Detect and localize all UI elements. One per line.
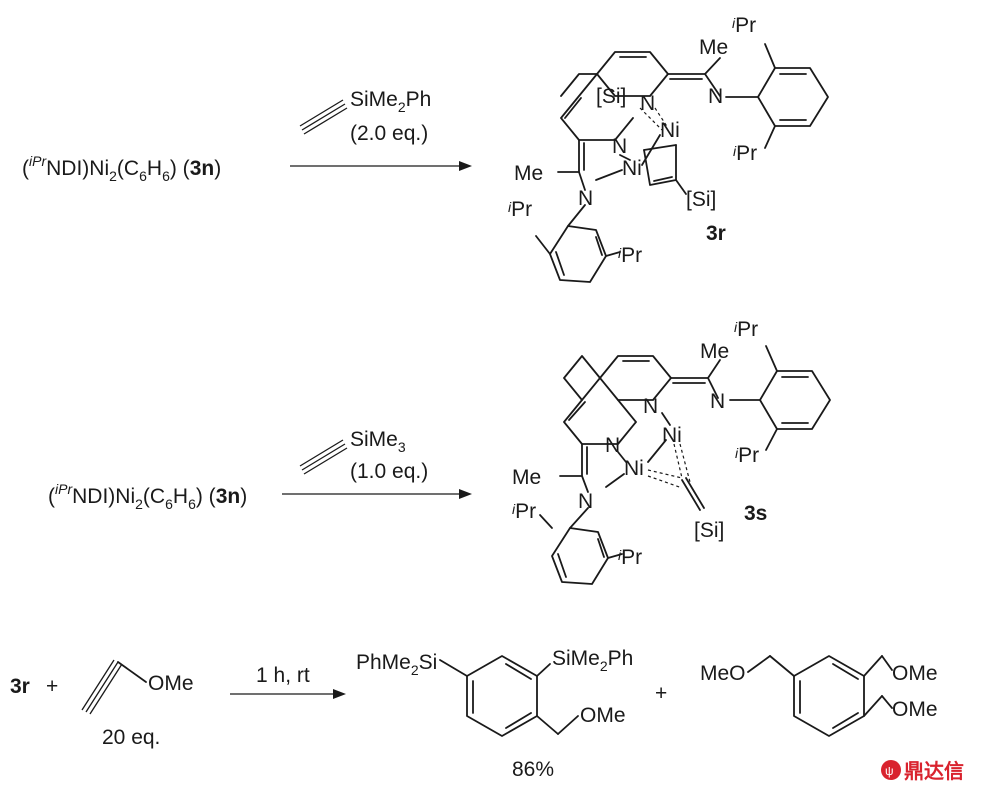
product-2-structure xyxy=(747,655,893,737)
n-label-b: N xyxy=(708,85,723,108)
svg-text:ψ: ψ xyxy=(885,764,894,778)
product-1-structure xyxy=(439,655,579,737)
n-label-c: N xyxy=(612,135,627,158)
me-label-left: Me xyxy=(514,162,543,185)
reagent-2-equiv: (1.0 eq.) xyxy=(350,460,428,483)
me-label-left: Me xyxy=(512,466,541,489)
plus-sign-1: + xyxy=(46,675,58,698)
arrow-head-3 xyxy=(333,689,346,699)
ni-label-b: Ni xyxy=(622,157,642,180)
alkyne-reagent-3 xyxy=(81,659,147,715)
reagent-1-equiv: (2.0 eq.) xyxy=(350,122,428,145)
reaction1: (iPrNDI)Ni2(C6H6) (3n) SiMe2Ph (2.0 eq.) xyxy=(22,14,829,283)
product-1-si-left: PhMe2Si xyxy=(356,651,437,678)
ipr-label-2: iPr xyxy=(733,142,757,165)
arrow-head-1 xyxy=(459,161,472,171)
watermark: ψ 鼎达信 xyxy=(881,759,964,783)
ipr-label-2: iPr xyxy=(735,444,759,467)
reaction2: (iPrNDI)Ni2(C6H6) (3n) SiMe3 (1.0 eq.) xyxy=(48,318,831,585)
ipr-label-1: iPr xyxy=(732,14,756,37)
n-label-a: N xyxy=(643,395,658,418)
arrow-head-2 xyxy=(459,489,472,499)
n-label-d: N xyxy=(578,187,593,210)
product-2-meo: MeO xyxy=(700,662,746,685)
reactant-1: (iPrNDI)Ni2(C6H6) (3n) xyxy=(22,153,221,184)
ni-label-b: Ni xyxy=(624,457,644,480)
alkyne-reagent-2 xyxy=(299,439,348,475)
product-label-3r: 3r xyxy=(706,222,726,245)
watermark-text: 鼎达信 xyxy=(904,759,964,783)
me-label-top: Me xyxy=(699,36,728,59)
watermark-logo-icon xyxy=(881,760,901,780)
si-label: [Si] xyxy=(694,519,724,542)
product-2-ome-2: OMe xyxy=(892,698,938,721)
n-label-b: N xyxy=(710,390,725,413)
product-label-3s: 3s xyxy=(744,502,767,525)
n-label-d: N xyxy=(578,490,593,513)
alkyne-reagent-1 xyxy=(299,99,348,135)
yield-label: 86% xyxy=(512,758,554,781)
reactant-3r: 3r xyxy=(10,675,30,698)
product-2-ome-1: OMe xyxy=(892,662,938,685)
reaction-conditions: 1 h, rt xyxy=(256,664,310,687)
me-label-top: Me xyxy=(700,340,729,363)
reagent-3-equiv: 20 eq. xyxy=(102,726,160,749)
n-label-c: N xyxy=(605,434,620,457)
si-label-top: [Si] xyxy=(596,85,626,108)
n-label-a: N xyxy=(640,92,655,115)
reagent-1-name: SiMe2Ph xyxy=(350,88,431,115)
plus-sign-2: + xyxy=(655,682,667,705)
ipr-label-3: iPr xyxy=(512,500,536,523)
product-3s-structure xyxy=(539,345,831,585)
product-3r-structure xyxy=(535,43,829,283)
ipr-label-3: iPr xyxy=(508,198,532,221)
reactant-2: (iPrNDI)Ni2(C6H6) (3n) xyxy=(48,481,247,512)
ni-label-a: Ni xyxy=(662,424,682,447)
reaction3: 3r + OMe 20 eq. 1 h, rt PhMe2Si SiMe2Ph … xyxy=(10,647,938,781)
ipr-label-4: iPr xyxy=(618,244,642,267)
ipr-label-1: iPr xyxy=(734,318,758,341)
alkyne-ome: OMe xyxy=(148,672,194,695)
product-1-si-right: SiMe2Ph xyxy=(552,647,633,674)
ni-label-a: Ni xyxy=(660,119,680,142)
reagent-2-name: SiMe3 xyxy=(350,428,406,455)
product-1-ome: OMe xyxy=(580,704,626,727)
ipr-label-4: iPr xyxy=(618,546,642,569)
si-label-bottom: [Si] xyxy=(686,188,716,211)
